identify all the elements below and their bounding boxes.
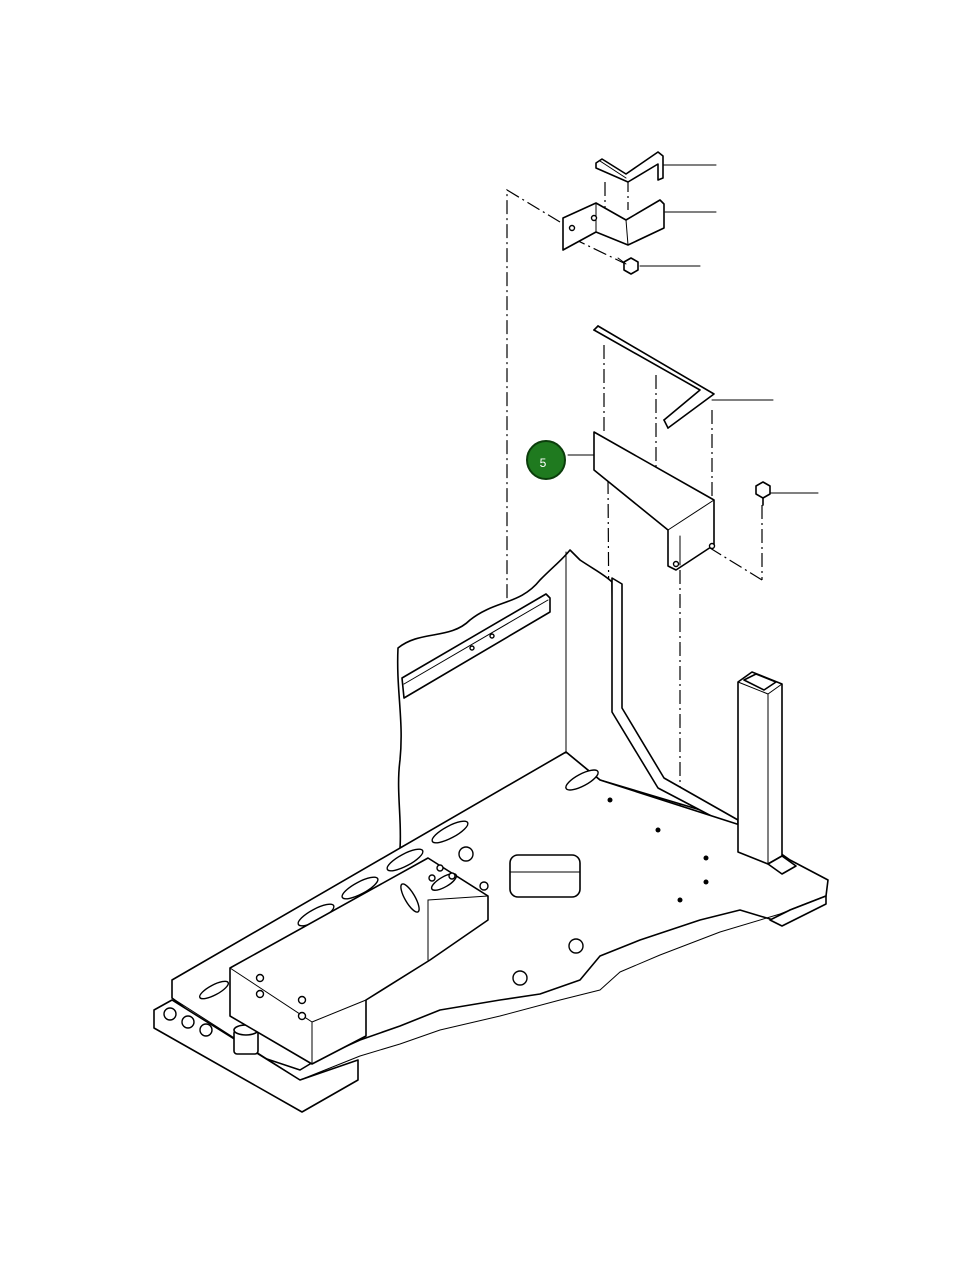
callout-5-marker[interactable]: 5 xyxy=(526,440,566,480)
upper-clip-part xyxy=(595,151,664,183)
callout-5-circle[interactable] xyxy=(526,440,566,480)
callout-5-label[interactable]: 5 xyxy=(540,456,547,470)
upper-bracket-part xyxy=(562,199,665,251)
housing-block xyxy=(229,857,489,1065)
base-platform xyxy=(153,751,829,1113)
side-bolt-part xyxy=(755,481,771,506)
vertical-post xyxy=(737,671,797,875)
rod-part xyxy=(593,325,715,429)
leader-lines xyxy=(567,164,819,494)
main-bracket-part xyxy=(593,431,716,571)
upper-bolt-part xyxy=(617,257,639,275)
